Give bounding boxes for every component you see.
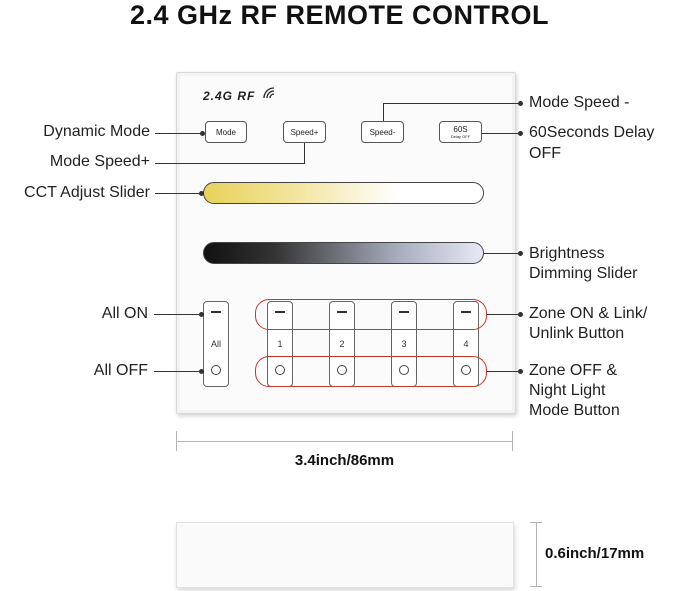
zone-off-leader [487, 371, 520, 372]
delay-leader [482, 133, 520, 134]
depth-dimension-line [536, 522, 537, 587]
zone-off-label-line2: Night Light [529, 382, 606, 399]
mode-speed-plus-label: Mode Speed+ [49, 153, 150, 170]
mode-button[interactable]: Mode [205, 121, 247, 143]
zone-1-button[interactable]: 1 [267, 301, 293, 387]
on-bar-icon [275, 311, 285, 313]
off-circle-icon [337, 365, 347, 375]
zone-on-label-line1: Zone ON & Link/ [529, 305, 648, 322]
all-off-leader [154, 371, 202, 372]
on-bar-icon [211, 311, 221, 313]
zone-4-button[interactable]: 4 [453, 301, 479, 387]
leader-dot [199, 312, 204, 317]
zone-number: 2 [339, 339, 345, 349]
delay-label-line2: OFF [529, 145, 561, 162]
off-circle-icon [461, 365, 471, 375]
brightness-label-line2: Dimming Slider [529, 265, 638, 282]
zone-off-label-line1: Zone OFF & [529, 362, 618, 379]
brand-label: 2.4G RF [203, 89, 256, 103]
zone-on-label-line2: Unlink Button [529, 325, 625, 342]
all-label: All [210, 339, 221, 349]
leader-dot [518, 369, 523, 374]
delay-button-sub-label: Delay OFF [450, 134, 471, 139]
page-title: 2.4 GHz RF REMOTE CONTROL [129, 0, 550, 30]
zone-number: 4 [463, 339, 469, 349]
on-bar-icon [399, 311, 409, 313]
all-on-label: All ON [101, 305, 148, 322]
leader-dot [199, 369, 204, 374]
leader-dot [518, 101, 523, 106]
wireless-signal-icon [263, 87, 275, 99]
mode-speed-minus-label: Mode Speed - [529, 94, 630, 111]
cct-slider-label: CCT Adjust Slider [24, 184, 150, 201]
width-dimension-label: 3.4inch/86mm [294, 452, 395, 469]
delay-button-main-label: 60S [453, 125, 468, 134]
side-view-panel [176, 522, 514, 588]
depth-dimension-label: 0.6inch/17mm [545, 545, 645, 562]
brightness-dimming-slider[interactable] [203, 242, 484, 264]
mode-speed-minus-leader [383, 103, 520, 104]
leader-dot [518, 312, 523, 317]
width-dimension-line [176, 441, 513, 442]
dynamic-mode-leader [155, 133, 203, 134]
zone-on-leader [487, 314, 520, 315]
cct-slider-leader [155, 193, 202, 194]
zone-number: 1 [277, 339, 283, 349]
on-bar-icon [461, 311, 471, 313]
brightness-label-line1: Brightness [529, 245, 605, 262]
leader-dot [518, 131, 523, 136]
mode-speed-minus-leader-vertical [383, 103, 384, 121]
delay-off-button[interactable]: 60S Delay OFF [439, 121, 482, 143]
mode-speed-plus-leader-vertical [304, 143, 305, 164]
mode-speed-plus-leader [155, 163, 304, 164]
zone-off-callout-oval [255, 356, 487, 387]
leader-dot [518, 251, 523, 256]
dynamic-mode-label: Dynamic Mode [43, 123, 150, 140]
on-bar-icon [337, 311, 347, 313]
zone-2-button[interactable]: 2 [329, 301, 355, 387]
off-circle-icon [275, 365, 285, 375]
all-on-leader [154, 314, 202, 315]
brightness-leader [484, 253, 520, 254]
all-zone-button[interactable]: All [203, 301, 229, 387]
off-circle-icon [399, 365, 409, 375]
speed-up-button[interactable]: Speed+ [283, 121, 326, 143]
zone-3-button[interactable]: 3 [391, 301, 417, 387]
zone-on-callout-oval [255, 299, 487, 330]
all-off-label: All OFF [93, 362, 148, 379]
zone-off-label-line3: Mode Button [529, 402, 620, 419]
delay-label-line1: 60Seconds Delay [529, 124, 655, 141]
cct-adjust-slider[interactable] [203, 182, 484, 204]
zone-number: 3 [401, 339, 407, 349]
leader-dot [200, 131, 205, 136]
leader-dot [199, 191, 204, 196]
speed-down-button[interactable]: Speed- [361, 121, 404, 143]
off-circle-icon [211, 365, 221, 375]
